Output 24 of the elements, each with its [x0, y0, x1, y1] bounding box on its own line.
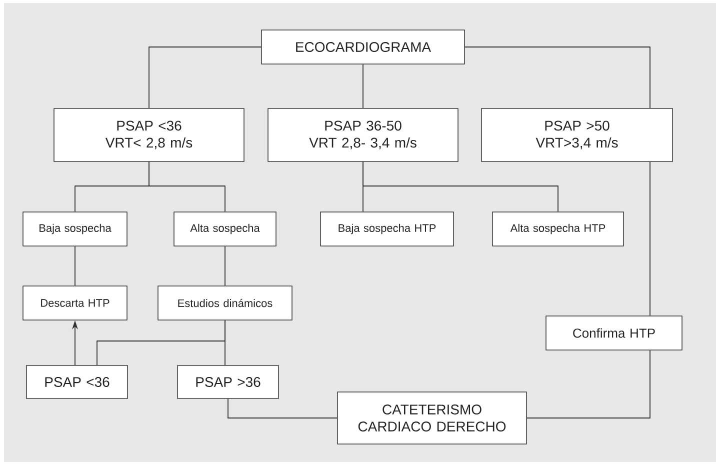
process-box: Descarta HTP	[22, 286, 128, 320]
connector-line	[74, 246, 76, 286]
connector-line	[464, 46, 650, 109]
connector-line	[362, 64, 364, 109]
process-box: PSAP 36-50 VRT 2,8- 3,4 m/s	[268, 108, 458, 162]
connector-line	[228, 398, 338, 418]
connector-line	[224, 320, 226, 366]
process-box: CATETERISMO CARDIACO DERECHO	[337, 392, 527, 444]
process-box: PSAP >36	[177, 365, 279, 399]
connector-line	[148, 161, 226, 212]
connector-line	[148, 46, 262, 109]
process-box: Confirma HTP	[546, 316, 682, 350]
process-box: PSAP <36 VRT< 2,8 m/s	[54, 108, 244, 162]
process-box: Estudios dinámicos	[158, 286, 292, 320]
process-box: Alta sospecha	[174, 212, 276, 246]
process-box: Baja sospecha HTP	[320, 212, 454, 246]
process-box: PSAP >50 VRT>3,4 m/s	[481, 108, 673, 162]
process-box: PSAP <36	[26, 365, 128, 399]
connector-line	[526, 350, 650, 418]
connector-line	[224, 246, 226, 286]
process-box: ECOCARDIOGRAMA	[261, 30, 465, 64]
process-box: Baja sospecha	[22, 212, 128, 246]
connector-line	[362, 161, 558, 212]
process-box: Alta sospecha HTP	[492, 212, 624, 246]
